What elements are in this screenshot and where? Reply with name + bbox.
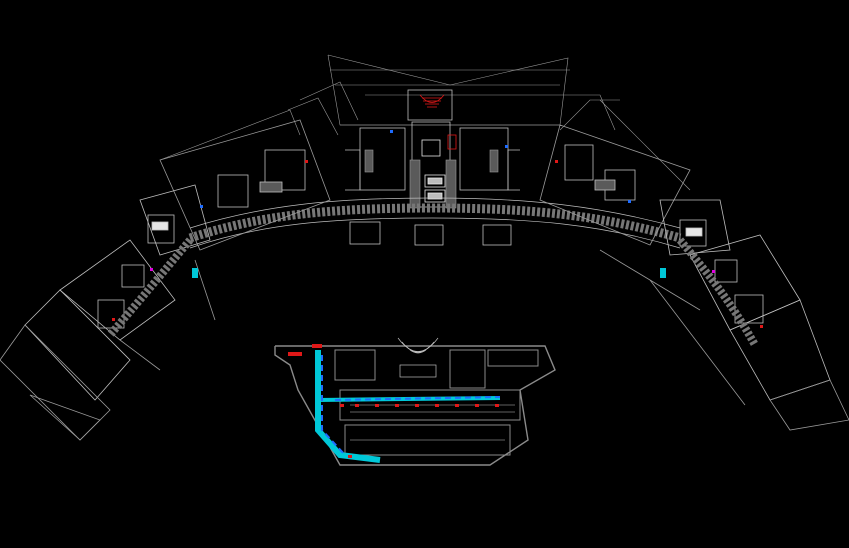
- main-corridor-edge: [189, 217, 681, 249]
- lower-rooms: [334, 349, 539, 456]
- upper-colored-markers: [112, 130, 763, 328]
- blue-dashed-route-vertical: [321, 355, 346, 456]
- main-corridor-band: [188, 203, 682, 243]
- central-tower-walls: [345, 89, 520, 246]
- upper-building-plan: [0, 54, 849, 441]
- highlighted-corridor: [315, 350, 381, 463]
- main-corridor-edge-top: [189, 197, 681, 229]
- lower-outer-wall: [274, 345, 556, 466]
- lower-red-markers: [288, 344, 499, 458]
- lower-building-plan: [274, 337, 556, 466]
- left-wing-plan: [0, 119, 331, 441]
- central-core-fills: [364, 149, 499, 209]
- right-wing-plan: [539, 124, 849, 431]
- elevator-icon: [421, 139, 446, 203]
- blue-dashed-route: [334, 396, 501, 401]
- parking-lines: [350, 404, 515, 441]
- stair-icon: [419, 94, 457, 150]
- auditorium-seats: [397, 337, 439, 378]
